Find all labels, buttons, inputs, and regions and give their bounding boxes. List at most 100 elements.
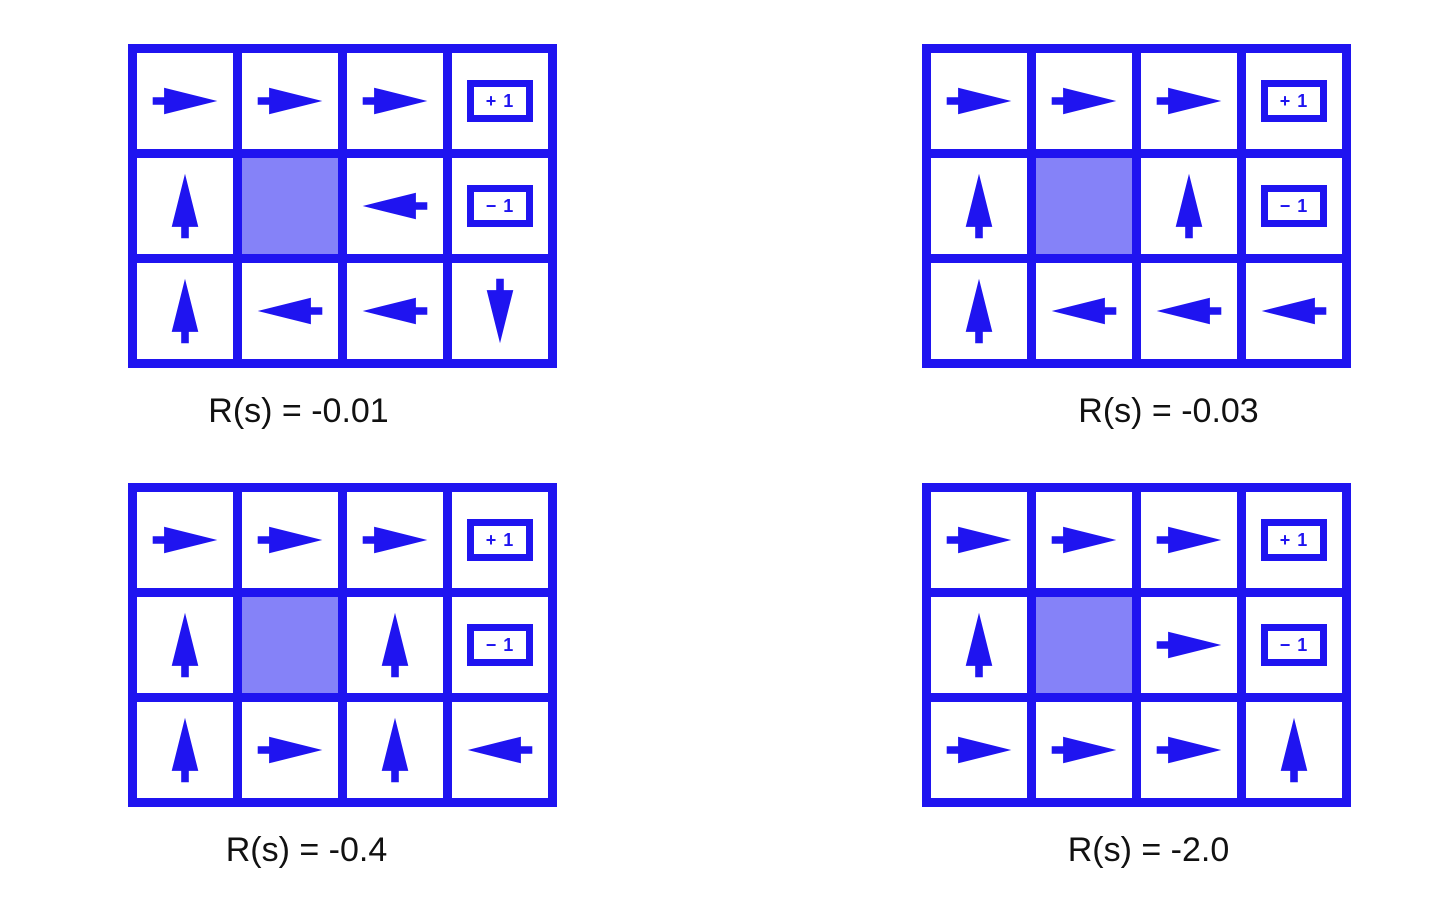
- policy-arrow-left-icon: [467, 736, 533, 764]
- policy-cell-right: [242, 53, 338, 149]
- wall-cell: [242, 597, 338, 693]
- policy-cell-up: [137, 263, 233, 359]
- policy-arrow-right-icon: [362, 526, 428, 554]
- policy-cell-up: [137, 158, 233, 254]
- terminal-cell-minus-one: − 1: [1246, 158, 1342, 254]
- terminal-cell-minus-one: − 1: [452, 597, 548, 693]
- terminal-cell-plus-one: + 1: [1246, 492, 1342, 588]
- policy-cell-left: [1141, 263, 1237, 359]
- terminal-cell-minus-one: − 1: [452, 158, 548, 254]
- policy-cell-right: [1141, 597, 1237, 693]
- policy-arrow-up-icon: [965, 612, 993, 678]
- policy-arrow-right-icon: [257, 87, 323, 115]
- minus-one-box: − 1: [467, 624, 533, 666]
- policy-cell-right: [1036, 702, 1132, 798]
- plus-one-box: + 1: [1261, 80, 1327, 122]
- terminal-cell-minus-one: − 1: [1246, 597, 1342, 693]
- policy-cell-left: [1246, 263, 1342, 359]
- policy-arrow-right-icon: [1051, 526, 1117, 554]
- policy-arrow-right-icon: [946, 736, 1012, 764]
- policy-cell-up: [1141, 158, 1237, 254]
- reward-label: R(s) = -0.01: [208, 392, 389, 430]
- policy-arrow-right-icon: [257, 736, 323, 764]
- policy-arrow-right-icon: [1051, 87, 1117, 115]
- policy-arrow-up-icon: [171, 612, 199, 678]
- policy-cell-up: [137, 702, 233, 798]
- policy-arrow-left-icon: [362, 192, 428, 220]
- gridworld-policy-grid: + 1 − 1: [128, 483, 557, 807]
- policy-arrow-down-icon: [486, 278, 514, 344]
- terminal-cell-plus-one: + 1: [1246, 53, 1342, 149]
- policy-panel-r-0.01: + 1 − 1 R(s) = -0.01: [128, 44, 557, 431]
- policy-cell-left: [1036, 263, 1132, 359]
- policy-panel-r-2.0: + 1 − 1 R(s) = -2.0: [922, 483, 1351, 870]
- plus-one-box: + 1: [1261, 519, 1327, 561]
- minus-one-box: − 1: [1261, 624, 1327, 666]
- policy-arrow-up-icon: [381, 612, 409, 678]
- gridworld-policy-grid: + 1 − 1: [922, 483, 1351, 807]
- policy-cell-down: [452, 263, 548, 359]
- policy-arrow-left-icon: [1051, 297, 1117, 325]
- minus-one-box: − 1: [1261, 185, 1327, 227]
- wall-cell: [242, 158, 338, 254]
- policy-arrow-right-icon: [1156, 526, 1222, 554]
- policy-cell-right: [347, 53, 443, 149]
- reward-label: R(s) = -0.4: [225, 831, 388, 869]
- reward-label: R(s) = -2.0: [1067, 831, 1230, 869]
- policy-arrow-left-icon: [1156, 297, 1222, 325]
- policy-cell-right: [137, 492, 233, 588]
- policy-cell-left: [347, 263, 443, 359]
- policy-cell-up: [137, 597, 233, 693]
- policy-cell-right: [242, 702, 338, 798]
- terminal-cell-plus-one: + 1: [452, 492, 548, 588]
- policy-cell-up: [931, 597, 1027, 693]
- plus-one-box: + 1: [467, 519, 533, 561]
- policy-cell-right: [242, 492, 338, 588]
- policy-cell-right: [1141, 53, 1237, 149]
- policy-cell-right: [1141, 702, 1237, 798]
- policy-cell-left: [452, 702, 548, 798]
- reward-label: R(s) = -0.03: [1078, 392, 1259, 430]
- gridworld-policy-grid: + 1 − 1: [128, 44, 557, 368]
- policy-arrow-right-icon: [1156, 87, 1222, 115]
- policy-cell-left: [242, 263, 338, 359]
- gridworld-policy-grid: + 1 − 1: [922, 44, 1351, 368]
- policy-cell-right: [931, 53, 1027, 149]
- policy-cell-up: [931, 158, 1027, 254]
- policy-arrow-left-icon: [1261, 297, 1327, 325]
- policy-arrow-right-icon: [152, 526, 218, 554]
- terminal-cell-plus-one: + 1: [452, 53, 548, 149]
- policy-arrow-right-icon: [1156, 736, 1222, 764]
- policy-arrow-right-icon: [362, 87, 428, 115]
- policy-arrow-right-icon: [1156, 631, 1222, 659]
- policy-arrow-right-icon: [1051, 736, 1117, 764]
- policy-cell-up: [1246, 702, 1342, 798]
- minus-one-box: − 1: [467, 185, 533, 227]
- policy-arrow-right-icon: [946, 526, 1012, 554]
- policy-arrow-up-icon: [171, 278, 199, 344]
- policy-arrow-right-icon: [152, 87, 218, 115]
- policy-arrow-right-icon: [946, 87, 1012, 115]
- wall-cell: [1036, 597, 1132, 693]
- policy-arrow-up-icon: [1175, 173, 1203, 239]
- policy-arrow-up-icon: [381, 717, 409, 783]
- policy-cell-right: [1141, 492, 1237, 588]
- policy-cell-right: [931, 702, 1027, 798]
- policy-cell-right: [1036, 53, 1132, 149]
- policy-arrow-up-icon: [171, 173, 199, 239]
- policy-arrow-up-icon: [965, 173, 993, 239]
- plus-one-box: + 1: [467, 80, 533, 122]
- policy-arrow-up-icon: [1280, 717, 1308, 783]
- wall-cell: [1036, 158, 1132, 254]
- policy-arrow-left-icon: [257, 297, 323, 325]
- policy-cell-right: [347, 492, 443, 588]
- policy-arrow-left-icon: [362, 297, 428, 325]
- policy-arrow-right-icon: [257, 526, 323, 554]
- policy-arrow-up-icon: [965, 278, 993, 344]
- policy-cell-up: [931, 263, 1027, 359]
- policy-cell-right: [137, 53, 233, 149]
- policy-arrow-up-icon: [171, 717, 199, 783]
- policy-cell-right: [1036, 492, 1132, 588]
- policy-cell-up: [347, 702, 443, 798]
- policy-cell-left: [347, 158, 443, 254]
